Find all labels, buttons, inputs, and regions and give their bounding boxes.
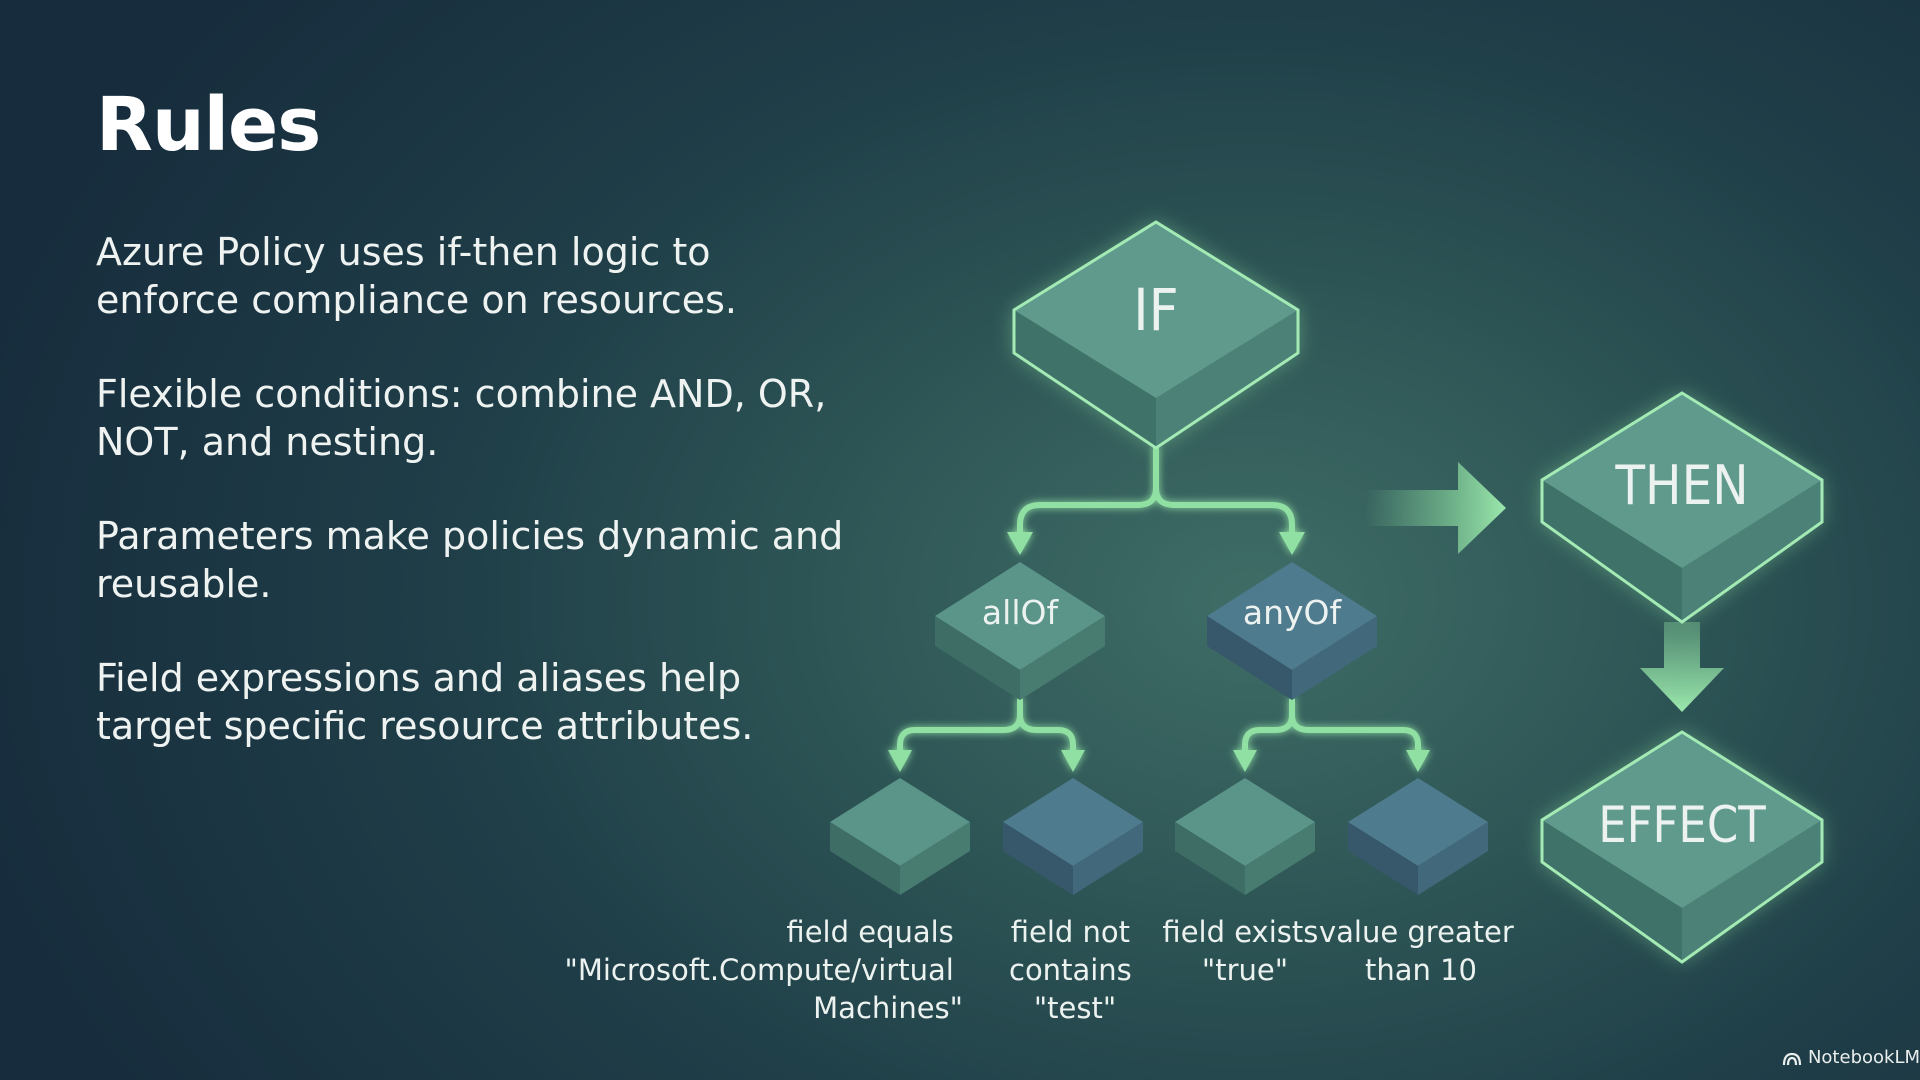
notebooklm-logo-icon [1782,1052,1802,1065]
leaf-label-field-not-contains: field not contains "test" [1009,915,1141,1025]
leaf-block-field-exists [1175,778,1315,895]
leaf-label-field-equals: field equals "Microsoft.Compute/virtual … [565,915,963,1025]
allof-label: allOf [982,593,1060,632]
if-label: IF [1133,276,1178,344]
then-label: THEN [1614,454,1748,517]
leaf-label-field-exists: field exists "true" [1162,915,1327,987]
footer-brand: NotebookLM [1782,1047,1920,1068]
bullet-field-expressions: Field expressions and aliases help targe… [96,656,754,748]
bullet-flexible-conditions: Flexible conditions: combine AND, OR, NO… [96,372,827,464]
effect-block: EFFECT [1540,730,1824,964]
anyof-block: anyOf [1207,562,1377,700]
arrow-down-icon [1640,622,1724,712]
effect-label: EFFECT [1598,796,1766,854]
arrow-right-icon [1365,462,1506,554]
slide-title: Rules [96,82,321,168]
leaf-label-value-greater: value greater than 10 [1319,915,1523,987]
allof-block: allOf [935,562,1105,700]
bullet-list: Azure Policy uses if-then logic to enfor… [96,228,856,796]
connector-allof-to-leaves [888,697,1085,772]
footer-brand-label: NotebookLM [1807,1047,1920,1068]
connector-anyof-to-leaves [1233,697,1430,772]
bullet-parameters: Parameters make policies dynamic and reu… [96,514,844,606]
then-block: THEN [1540,391,1824,624]
connector-if-to-conditions [1007,445,1305,555]
leaf-block-field-equals [830,778,970,895]
leaf-block-field-not-contains [1003,778,1143,895]
leaf-block-value-greater [1348,778,1488,895]
bullet-if-then-logic: Azure Policy uses if-then logic to enfor… [96,230,737,322]
if-block: IF [1012,220,1300,450]
anyof-label: anyOf [1243,593,1343,632]
